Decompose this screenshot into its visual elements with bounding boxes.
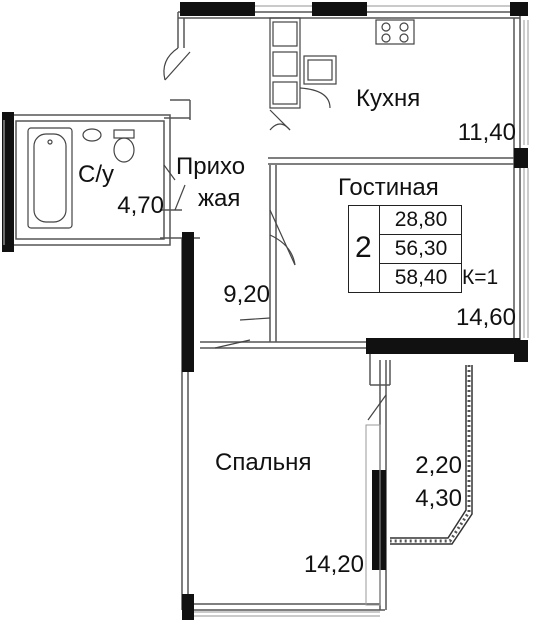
bedroom-label: Спальня <box>215 449 312 476</box>
bedroom-area: 14,20 <box>303 551 364 578</box>
plan-doors <box>163 47 387 421</box>
kitchen-fixtures <box>269 17 415 109</box>
kitchen-area: 11,40 <box>457 119 516 146</box>
plan-windows <box>3 5 529 617</box>
balcony-area-1: 2,20 <box>415 452 462 479</box>
area-summary-table: 2 28,80 56,30 58,40 <box>348 205 462 293</box>
bedroom-details <box>365 424 381 606</box>
plan-thick-walls <box>2 2 528 620</box>
kitchen-label: Кухня <box>356 85 421 112</box>
balcony-outline <box>390 365 473 545</box>
living-area-total: 28,80 <box>379 206 462 235</box>
hallway-label-line1: Прихо <box>176 153 246 180</box>
bathroom-area: 4,70 <box>117 192 164 219</box>
living-area: 14,60 <box>455 304 516 331</box>
hallway-label-line2: жая <box>198 185 241 212</box>
total-area-with-balcony: 58,40 <box>379 264 462 292</box>
rooms-count: 2 <box>355 231 372 264</box>
hallway-area: 9,20 <box>223 281 270 308</box>
living-label: Гостиная <box>338 174 439 201</box>
bathroom-label: С/у <box>78 161 114 188</box>
bathroom-fixtures <box>27 127 135 229</box>
balcony-coefficient: К=1 <box>462 266 499 289</box>
total-area: 56,30 <box>379 235 462 264</box>
balcony-area-2: 4,30 <box>415 485 462 512</box>
